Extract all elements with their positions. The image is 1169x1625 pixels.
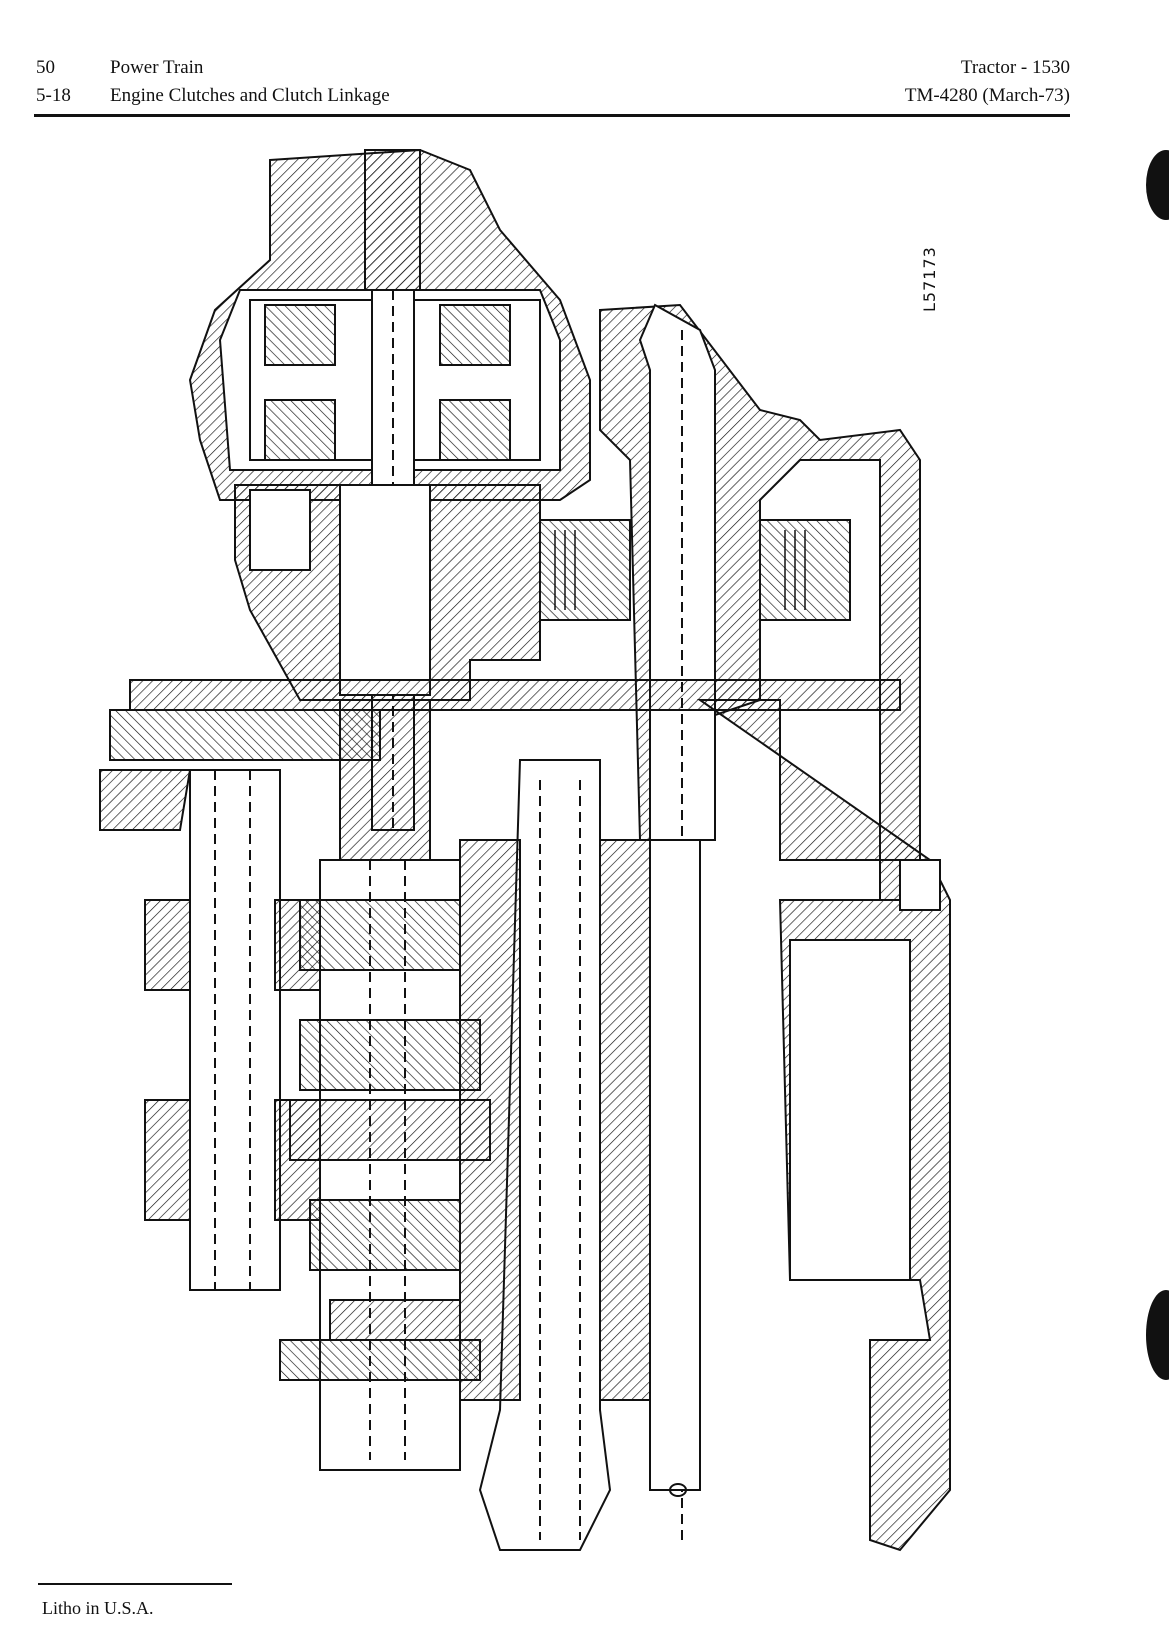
footer-rule: [38, 1583, 232, 1585]
header-rule: [34, 114, 1070, 117]
section-number: 50: [36, 57, 55, 78]
litho-note: Litho in U.S.A.: [42, 1598, 154, 1618]
binder-hole-mark: [1146, 1290, 1169, 1380]
manual-reference: TM-4280 (March-73): [904, 85, 1070, 106]
section-title: Power Train: [110, 57, 204, 78]
machine-model: Tractor - 1530: [960, 57, 1070, 78]
page-title: Engine Clutches and Clutch Linkage: [110, 85, 390, 106]
figure-id: L57173: [920, 246, 939, 312]
clutch-cross-section-drawing: [99, 148, 951, 1552]
binder-hole-mark: [1146, 150, 1169, 220]
page-number: 5-18: [36, 85, 71, 106]
